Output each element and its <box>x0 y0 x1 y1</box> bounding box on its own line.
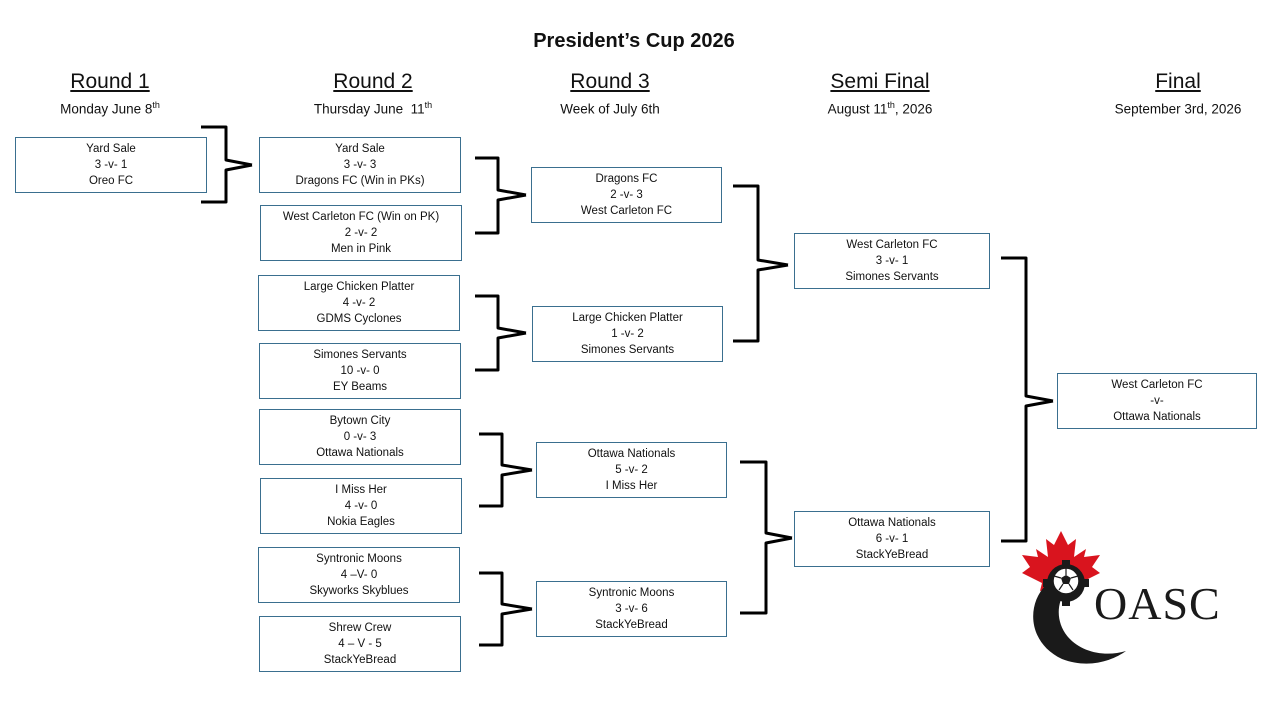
final-header: Final September 3rd, 2026 <box>1100 70 1256 117</box>
semi-final-header: Semi Final August 11th, 2026 <box>790 70 970 117</box>
round-name: Round 3 <box>570 70 650 93</box>
match-r3-2: Large Chicken Platter 1 -v- 2 Simones Se… <box>532 306 723 362</box>
score: 4 -v- 0 <box>344 500 378 512</box>
team-1: I Miss Her <box>335 484 387 496</box>
round-1-header: Round 1 Monday June 8th <box>40 70 180 117</box>
bracket-r2-b <box>475 294 527 372</box>
match-r2-7: Syntronic Moons 4 –V- 0 Skyworks Skyblue… <box>258 547 460 603</box>
team-2: Simones Servants <box>580 344 675 356</box>
team-1: Shrew Crew <box>328 622 392 634</box>
bracket-r2-c <box>479 432 533 508</box>
team-1: Ottawa Nationals <box>587 448 676 460</box>
match-r2-1: Yard Sale 3 -v- 3 Dragons FC (Win in PKs… <box>259 137 461 193</box>
team-1: Simones Servants <box>313 349 407 361</box>
team-2: West Carleton FC <box>580 205 673 217</box>
score: 4 –V- 0 <box>340 569 378 581</box>
team-2: GDMS Cyclones <box>316 313 402 325</box>
round-3-header: Round 3 Week of July 6th <box>530 70 690 117</box>
bracket-r3-a <box>733 184 789 343</box>
score: 0 -v- 3 <box>343 431 377 443</box>
score: 10 -v- 0 <box>340 365 380 377</box>
score: 4 – V - 5 <box>338 638 382 650</box>
team-2: StackYeBread <box>855 549 929 561</box>
bracket-r2-a <box>475 156 527 235</box>
match-r2-3: Large Chicken Platter 4 -v- 2 GDMS Cyclo… <box>258 275 460 331</box>
score: 5 -v- 2 <box>615 464 648 476</box>
team-1: West Carleton FC <box>1111 379 1203 391</box>
score: 4 -v- 2 <box>342 297 376 309</box>
logo-text: OASC <box>1094 578 1221 629</box>
team-1: Bytown City <box>329 415 391 427</box>
score: 6 -v- 1 <box>875 533 909 545</box>
score: 2 -v- 3 <box>610 189 643 201</box>
match-r2-5: Bytown City 0 -v- 3 Ottawa Nationals <box>259 409 461 465</box>
round-name: Semi Final <box>830 70 930 93</box>
score: -v- <box>1150 395 1164 407</box>
bracket-r1 <box>201 125 253 204</box>
round-date: September 3rd, 2026 <box>1114 101 1242 117</box>
team-1: West Carleton FC (Win on PK) <box>282 211 440 223</box>
crescent-shape <box>1033 585 1126 664</box>
team-2: Nokia Eagles <box>327 516 395 528</box>
round-date: Week of July 6th <box>560 101 660 117</box>
match-r2-8: Shrew Crew 4 – V - 5 StackYeBread <box>259 616 461 672</box>
score: 3 -v- 3 <box>343 159 377 171</box>
team-2: EY Beams <box>332 381 388 393</box>
oasc-logo-graphic <box>1022 531 1126 664</box>
score: 3 -v- 1 <box>94 159 128 171</box>
team-1: Ottawa Nationals <box>848 517 936 529</box>
page-title: President’s Cup 2026 <box>533 30 735 52</box>
match-r3-1: Dragons FC 2 -v- 3 West Carleton FC <box>531 167 722 223</box>
bracket-r2-d <box>479 571 533 647</box>
round-name: Round 1 <box>70 70 150 93</box>
team-2: Skyworks Skyblues <box>309 585 409 597</box>
team-2: StackYeBread <box>323 654 397 666</box>
score: 1 -v- 2 <box>611 328 644 340</box>
team-1: Dragons FC <box>595 173 658 185</box>
round-name: Final <box>1155 70 1201 93</box>
team-1: Large Chicken Platter <box>303 281 415 293</box>
team-2: Ottawa Nationals <box>1113 411 1201 423</box>
match-r3-4: Syntronic Moons 3 -v- 6 StackYeBread <box>536 581 727 637</box>
score: 3 -v- 1 <box>875 255 909 267</box>
bracket-r3-b <box>740 460 793 615</box>
match-r1-1: Yard Sale 3 -v- 1 Oreo FC <box>15 137 207 193</box>
match-r2-6: I Miss Her 4 -v- 0 Nokia Eagles <box>260 478 462 534</box>
match-r2-4: Simones Servants 10 -v- 0 EY Beams <box>259 343 461 399</box>
score: 2 -v- 2 <box>344 227 378 239</box>
team-2: Ottawa Nationals <box>316 447 404 459</box>
team-1: Yard Sale <box>86 143 136 155</box>
team-2: Simones Servants <box>845 271 939 283</box>
round-date: Thursday June 11th <box>313 100 433 117</box>
team-2: Men in Pink <box>330 243 392 255</box>
team-1: Syntronic Moons <box>316 553 402 565</box>
team-1: Large Chicken Platter <box>572 312 683 324</box>
round-2-header: Round 2 Thursday June 11th <box>293 70 453 117</box>
match-r3-3: Ottawa Nationals 5 -v- 2 I Miss Her <box>536 442 727 498</box>
team-1: Yard Sale <box>335 143 385 155</box>
team-1: Syntronic Moons <box>588 587 675 599</box>
match-r2-2: West Carleton FC (Win on PK) 2 -v- 2 Men… <box>260 205 462 261</box>
round-date: Monday June 8th <box>60 100 160 117</box>
oasc-logo: OASC <box>1022 525 1237 665</box>
match-final: West Carleton FC -v- Ottawa Nationals <box>1057 373 1257 429</box>
score: 3 -v- 6 <box>615 603 648 615</box>
team-2: StackYeBread <box>595 619 668 631</box>
team-2: I Miss Her <box>605 480 658 492</box>
team-1: West Carleton FC <box>846 239 938 251</box>
round-date: August 11th, 2026 <box>827 100 933 117</box>
match-sf-2: Ottawa Nationals 6 -v- 1 StackYeBread <box>794 511 990 567</box>
match-sf-1: West Carleton FC 3 -v- 1 Simones Servant… <box>794 233 990 289</box>
bracket-sf <box>1001 256 1054 543</box>
team-2: Oreo FC <box>88 175 134 187</box>
round-name: Round 2 <box>333 70 413 93</box>
team-2: Dragons FC (Win in PKs) <box>295 175 425 187</box>
